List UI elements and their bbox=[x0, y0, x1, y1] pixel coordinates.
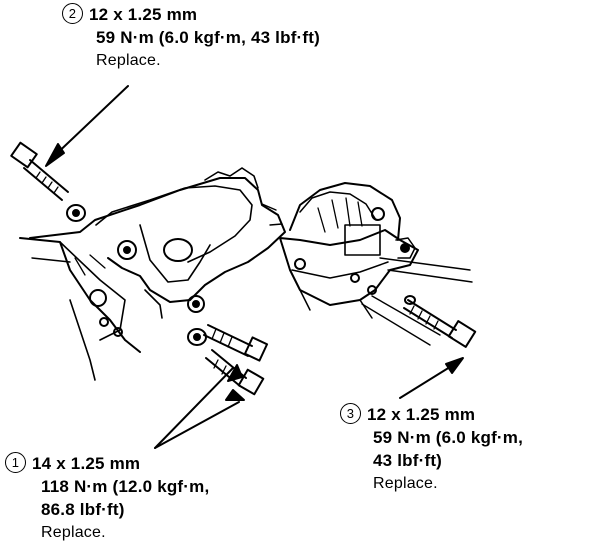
callout-bolt-3: 3 12 x 1.25 mm 59 N·m (6.0 kgf·m, 43 lbf·… bbox=[340, 403, 523, 495]
bolt-2-size: 12 x 1.25 mm bbox=[89, 5, 198, 24]
callout-number-2: 2 bbox=[62, 3, 83, 24]
bolt-1-size: 14 x 1.25 mm bbox=[32, 454, 141, 473]
callout-bolt-1: 1 14 x 1.25 mm 118 N·m (12.0 kgf·m, 86.8 … bbox=[5, 452, 209, 544]
engine-bracket bbox=[19, 167, 286, 381]
bolt-1-note: Replace. bbox=[41, 524, 106, 541]
callout-number-1: 1 bbox=[5, 452, 26, 473]
bolt-1b-head bbox=[237, 368, 265, 396]
mount-block bbox=[344, 224, 381, 256]
bolt-2-washer bbox=[66, 204, 86, 222]
bolt-1-pair bbox=[187, 324, 269, 396]
bolt-3 bbox=[403, 295, 477, 348]
bolt-3-note: Replace. bbox=[373, 475, 438, 492]
bolt-2-torque: 59 N·m (6.0 kgf·m, 43 lbf·ft) bbox=[96, 28, 320, 47]
bolt-3-head bbox=[447, 320, 477, 348]
bolt-3-torque-line2: 43 lbf·ft) bbox=[373, 451, 443, 470]
bolt-2-note: Replace. bbox=[96, 52, 161, 69]
leader-arrows bbox=[45, 85, 464, 449]
bolt-2 bbox=[10, 141, 86, 222]
bolt-1a-shank bbox=[203, 324, 253, 357]
arrowhead-bolt2 bbox=[45, 143, 65, 167]
arrowhead-bolt3 bbox=[445, 357, 464, 374]
leader-line-bolt2 bbox=[49, 85, 129, 161]
callout-number-3: 3 bbox=[340, 403, 361, 424]
engine-mount bbox=[279, 182, 473, 346]
leader-line-bolt1-a bbox=[154, 401, 240, 449]
arrowhead-bolt1-a bbox=[225, 389, 245, 401]
bolt-3-shank bbox=[403, 299, 457, 339]
bolt-2-thread bbox=[35, 171, 59, 194]
bolt-3-torque-line1: 59 N·m (6.0 kgf·m, bbox=[373, 428, 524, 447]
bracket-hole bbox=[163, 238, 193, 262]
callout-bolt-2: 2 12 x 1.25 mm 59 N·m (6.0 kgf·m, 43 lbf·… bbox=[62, 3, 320, 72]
bolt-1-torque-line2: 86.8 lbf·ft) bbox=[41, 500, 125, 519]
bolt-2-shank bbox=[23, 159, 69, 201]
leader-line-bolt1-b bbox=[154, 367, 234, 449]
bolt-1-torque-line1: 118 N·m (12.0 kgf·m, bbox=[41, 477, 210, 496]
bolt-1a-head bbox=[243, 336, 269, 362]
bolt-1b-shank bbox=[205, 349, 247, 387]
bolt-3-size: 12 x 1.25 mm bbox=[367, 405, 476, 424]
